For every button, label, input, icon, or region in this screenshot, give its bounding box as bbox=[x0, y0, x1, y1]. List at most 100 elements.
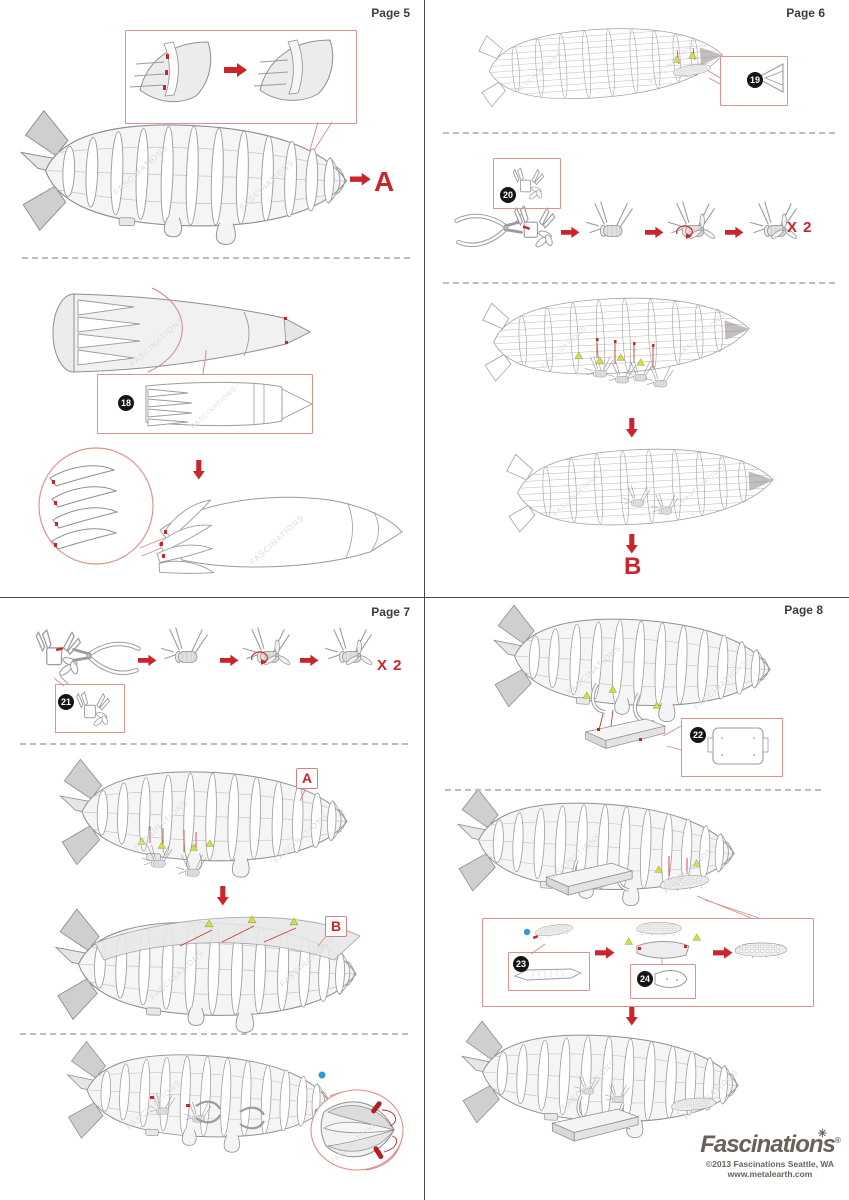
page-label-8: Page 8 bbox=[784, 603, 823, 617]
page-divider-horizontal bbox=[0, 597, 849, 598]
zeppelin-frame-illustration bbox=[63, 1040, 334, 1158]
flow-letterbox-a: A bbox=[296, 768, 318, 789]
arrow-right-icon bbox=[725, 226, 744, 238]
arrow-down-icon bbox=[216, 886, 229, 906]
zeppelin-wireframe-illustration bbox=[478, 19, 730, 107]
zeppelin-frame-illustration bbox=[17, 109, 350, 250]
grip-mark bbox=[532, 935, 539, 940]
attach-lines bbox=[149, 826, 197, 852]
attach-lines bbox=[179, 925, 297, 947]
grip-mark bbox=[55, 646, 64, 652]
page7-illustrations bbox=[35, 627, 404, 1171]
callout-pointer bbox=[696, 895, 760, 919]
section-divider bbox=[20, 743, 408, 745]
section-divider bbox=[443, 282, 835, 284]
attach-dots bbox=[597, 728, 642, 741]
grip-mark bbox=[522, 225, 531, 230]
pliers-illustration bbox=[457, 216, 522, 245]
section-divider bbox=[445, 789, 821, 791]
callout-box-step19 bbox=[720, 56, 788, 106]
brand-footer: ✳Fascinations® ©2013 Fascinations Seattl… bbox=[693, 1128, 847, 1179]
attach-dots bbox=[596, 338, 655, 347]
arrow-right-icon bbox=[220, 654, 239, 666]
callout-box-fins bbox=[125, 30, 357, 124]
flow-letter-b: B bbox=[624, 553, 642, 580]
arrow-right-icon bbox=[300, 654, 319, 666]
copyright-text: ©2013 Fascinations Seattle, WA bbox=[705, 1159, 835, 1169]
clip-tools bbox=[195, 1100, 265, 1130]
zeppelin-wireframe-illustration bbox=[506, 441, 780, 533]
fin-detail-after bbox=[253, 39, 334, 101]
pliers-illustration bbox=[74, 644, 139, 673]
multiplier-x2: X 2 bbox=[787, 219, 813, 236]
arrow-down-icon bbox=[192, 460, 205, 480]
page-divider-vertical bbox=[424, 0, 425, 1200]
section-divider bbox=[443, 132, 835, 134]
step-badge-18: 18 bbox=[118, 395, 134, 411]
callout-pointer bbox=[299, 787, 307, 802]
page-label-5: Page 5 bbox=[371, 6, 410, 20]
gondola-bottom-plate bbox=[636, 941, 690, 959]
callout-box-step22 bbox=[681, 718, 783, 777]
website-text: www.metalearth.com bbox=[727, 1169, 813, 1179]
engine-stage-2 bbox=[585, 201, 633, 237]
arrow-right-icon bbox=[645, 226, 664, 238]
nose-cone-detail bbox=[320, 1101, 398, 1160]
nose-roll-piece bbox=[52, 287, 312, 373]
multiplier-x2: X 2 bbox=[377, 657, 403, 674]
callout-pointer bbox=[202, 349, 207, 375]
brand-name: Fascinations bbox=[700, 1131, 836, 1158]
base-flat-part-22 bbox=[707, 727, 769, 765]
step-badge-21: 21 bbox=[58, 694, 74, 710]
arrow-down-icon bbox=[625, 534, 638, 554]
step-badge-22: 22 bbox=[690, 727, 706, 743]
callout-box-gondola-assembly bbox=[482, 918, 814, 1007]
arrow-right-icon bbox=[350, 172, 371, 186]
callout-box-step23 bbox=[508, 952, 590, 991]
fin-detail-before bbox=[129, 41, 212, 103]
gondola-flat-part-23 bbox=[513, 968, 583, 981]
hull-skin-sheet bbox=[94, 916, 361, 961]
zeppelin-frame-illustration bbox=[453, 787, 738, 912]
step-badge-19: 19 bbox=[747, 72, 763, 88]
callout-pointer bbox=[309, 121, 333, 153]
step-badge-24: 24 bbox=[637, 971, 653, 987]
registered-mark: ® bbox=[834, 1136, 841, 1145]
engine-stage-2 bbox=[160, 627, 208, 663]
callout-box-step20 bbox=[493, 158, 561, 209]
nose-flat-part-18 bbox=[145, 381, 314, 427]
flow-letter-a: A bbox=[374, 166, 395, 197]
fin-spikes-detail bbox=[49, 465, 119, 550]
engine-stage-1 bbox=[514, 205, 556, 250]
step-badge-20: 20 bbox=[500, 187, 516, 203]
gondola-base-part-24 bbox=[654, 970, 688, 988]
page6-illustrations bbox=[457, 19, 799, 554]
brand-logo: ✳Fascinations® bbox=[693, 1128, 847, 1158]
arrow-down-icon bbox=[625, 1006, 638, 1026]
page-label-6: Page 6 bbox=[786, 6, 825, 20]
callout-box-step18 bbox=[97, 374, 313, 434]
page5-illustrations bbox=[17, 39, 403, 574]
attach-dots bbox=[638, 945, 687, 950]
arrow-right-icon bbox=[138, 654, 157, 666]
arrow-right-icon bbox=[561, 226, 580, 238]
step-badge-23: 23 bbox=[513, 956, 529, 972]
sparkle-icon: ✳ bbox=[817, 1128, 827, 1140]
stand-base-illustration bbox=[585, 718, 666, 749]
callout-pointer bbox=[706, 69, 721, 85]
arrow-down-icon bbox=[625, 418, 638, 438]
callout-box-step24 bbox=[630, 964, 696, 999]
engine-stage-1 bbox=[35, 629, 82, 678]
callout-pointer bbox=[662, 725, 682, 751]
nose-assembled bbox=[156, 496, 403, 574]
section-divider bbox=[22, 257, 410, 259]
page8-illustrations bbox=[453, 603, 787, 1144]
blue-dot-marker bbox=[318, 1071, 326, 1079]
page-label-7: Page 7 bbox=[371, 605, 410, 619]
zeppelin-wireframe-illustration bbox=[482, 290, 756, 382]
section-divider bbox=[20, 1033, 408, 1035]
flow-letterbox-b: B bbox=[325, 916, 347, 937]
callout-box-step21 bbox=[55, 684, 125, 733]
